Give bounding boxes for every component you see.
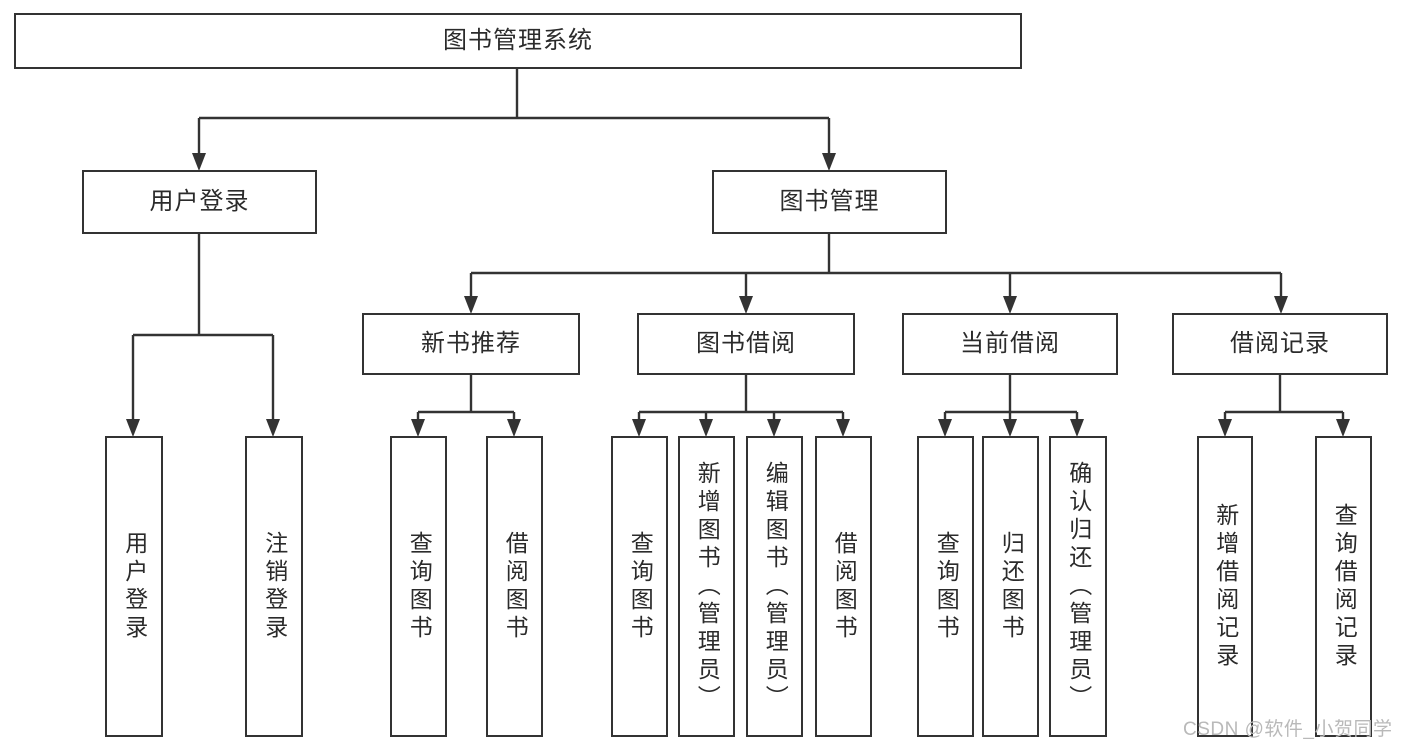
leaf-add-borrow-record: 新增借阅记录 xyxy=(1197,436,1253,737)
leaf-add-books-admin: 新增图书（管理员） xyxy=(678,436,735,737)
leaf-borrow-books-recommend: 借阅图书 xyxy=(486,436,543,737)
leaf-query-books-borrowing: 查询图书 xyxy=(611,436,668,737)
leaf-return-books: 归还图书 xyxy=(982,436,1039,737)
leaf-confirm-return-admin: 确认归还（管理员） xyxy=(1049,436,1107,737)
leaf-user-login: 用户登录 xyxy=(105,436,163,737)
leaf-borrow-books-borrowing: 借阅图书 xyxy=(815,436,872,737)
node-new-book-recommendation: 新书推荐 xyxy=(362,313,580,375)
leaf-query-borrow-record: 查询借阅记录 xyxy=(1315,436,1372,737)
node-library-management-system: 图书管理系统 xyxy=(14,13,1022,69)
node-current-borrowing: 当前借阅 xyxy=(902,313,1118,375)
watermark-text: CSDN @软件_小贺同学 xyxy=(1183,719,1393,740)
node-borrowing-records: 借阅记录 xyxy=(1172,313,1388,375)
leaf-query-books-recommend: 查询图书 xyxy=(390,436,447,737)
node-user-login: 用户登录 xyxy=(82,170,317,234)
leaf-logout-login: 注销登录 xyxy=(245,436,303,737)
leaf-query-books-current: 查询图书 xyxy=(917,436,974,737)
node-book-borrowing: 图书借阅 xyxy=(637,313,855,375)
node-book-management: 图书管理 xyxy=(712,170,947,234)
leaf-edit-books-admin: 编辑图书（管理员） xyxy=(746,436,803,737)
